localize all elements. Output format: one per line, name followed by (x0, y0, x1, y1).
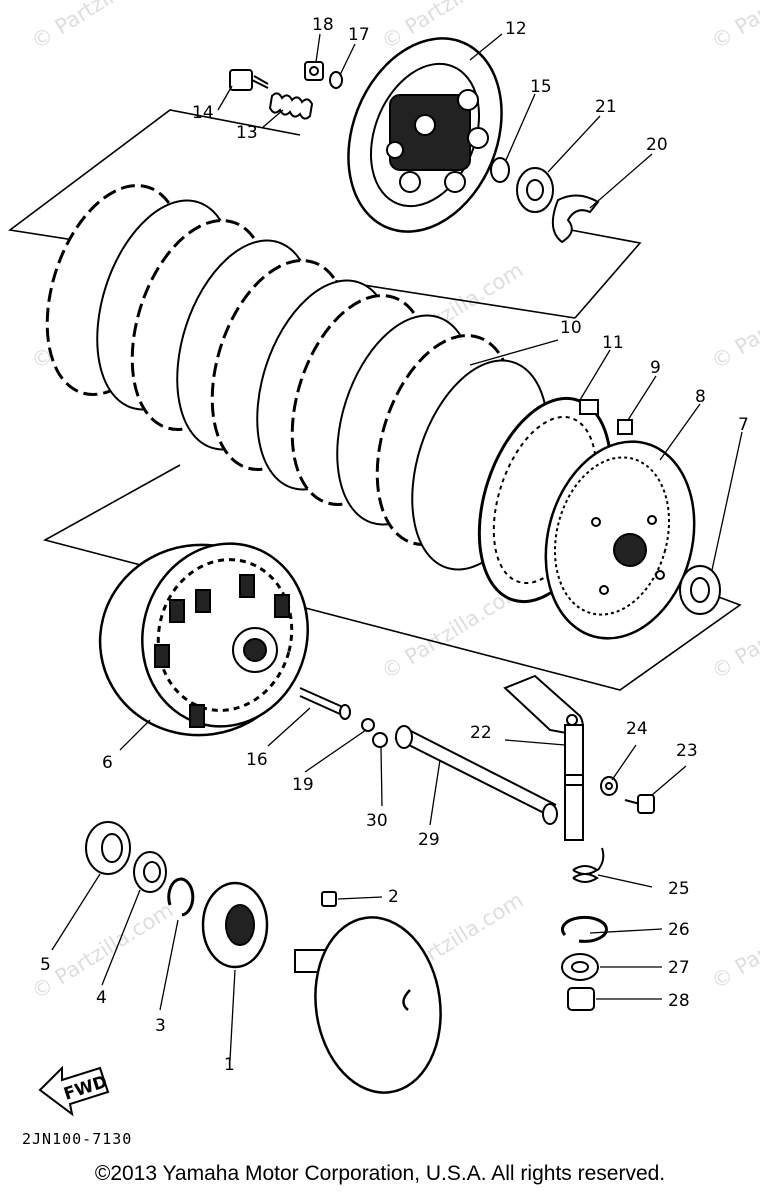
washer-24 (600, 776, 618, 796)
oring-19 (361, 718, 375, 732)
part-label-5: 5 (40, 955, 51, 975)
part-label-8: 8 (695, 387, 706, 407)
circlip-15 (490, 157, 510, 183)
bearing-27 (561, 953, 599, 981)
circlip-26 (560, 915, 608, 943)
part-label-15: 15 (530, 77, 552, 97)
part-label-1: 1 (224, 1055, 235, 1075)
clutch-boss-8 (544, 440, 696, 640)
spring-25 (572, 847, 605, 883)
part-label-14: 14 (192, 103, 214, 123)
part-label-30: 30 (366, 811, 388, 831)
part-label-10: 10 (560, 318, 582, 338)
spring-13 (268, 92, 314, 120)
diagram-code: 2JN100-7130 (22, 1130, 133, 1148)
part-label-11: 11 (602, 333, 624, 353)
washer-17 (329, 71, 343, 89)
part-label-20: 20 (646, 135, 668, 155)
push-rod-29 (394, 725, 558, 825)
part-label-4: 4 (96, 988, 107, 1008)
part-label-21: 21 (595, 97, 617, 117)
part-label-2: 2 (388, 887, 399, 907)
bearing-5 (85, 821, 131, 875)
circlip-3 (167, 877, 195, 917)
bearing-21 (516, 167, 554, 213)
part-label-13: 13 (236, 123, 258, 143)
clutch-housing-6 (98, 542, 309, 737)
part-label-28: 28 (668, 991, 690, 1011)
part-label-17: 17 (348, 25, 370, 45)
leader-lines (51, 33, 743, 1061)
part-label-24: 24 (626, 719, 648, 739)
push-lever-shaft-22 (503, 674, 584, 841)
clip-2 (321, 891, 337, 907)
part-label-16: 16 (246, 750, 268, 770)
part-label-6: 6 (102, 753, 113, 773)
nut-18 (304, 61, 324, 81)
part-label-3: 3 (155, 1016, 166, 1036)
clutch-plate-stack (45, 184, 549, 571)
kick-axle (294, 916, 442, 1094)
copyright-notice: ©2013 Yamaha Motor Corporation, U.S.A. A… (94, 1162, 666, 1185)
forward-arrow: FWD (38, 1065, 110, 1117)
part-label-7: 7 (738, 415, 749, 435)
push-rod-16 (299, 687, 351, 720)
part-label-9: 9 (650, 358, 661, 378)
part-label-19: 19 (292, 775, 314, 795)
part-label-22: 22 (470, 723, 492, 743)
pressure-plate (347, 37, 503, 233)
part-label-27: 27 (668, 958, 690, 978)
part-label-26: 26 (668, 920, 690, 940)
bush-28 (567, 987, 595, 1011)
bolt-14 (229, 69, 269, 91)
kick-gear-1 (201, 881, 269, 969)
part-label-18: 18 (312, 15, 334, 35)
part-label-23: 23 (676, 741, 698, 761)
part-number-labels: 18 17 12 14 13 15 21 20 10 11 9 8 7 6 16… (40, 15, 749, 1075)
washer-4 (133, 851, 167, 893)
lock-washer-20 (551, 194, 600, 244)
part-label-12: 12 (505, 19, 527, 39)
bolt-23 (624, 794, 655, 814)
lock-washer-7 (679, 565, 721, 615)
damper-plate-9 (579, 399, 633, 435)
part-label-29: 29 (418, 830, 440, 850)
ball-30 (372, 732, 388, 748)
part-label-25: 25 (668, 879, 690, 899)
